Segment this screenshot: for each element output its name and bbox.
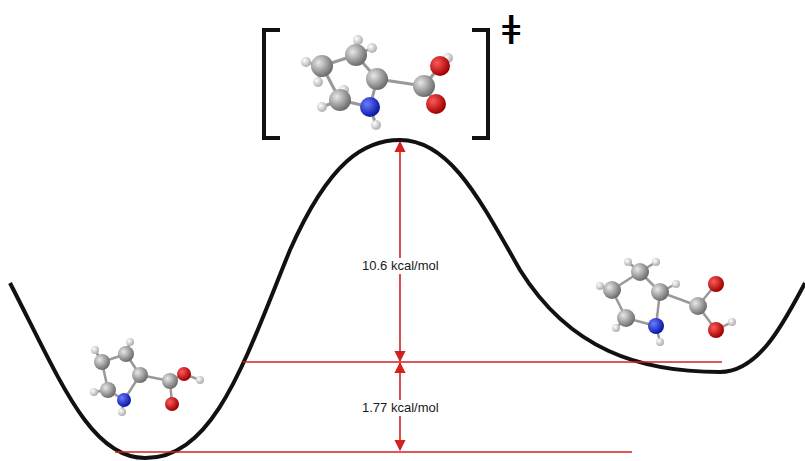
reference-line <box>115 451 632 453</box>
reactant-molecule <box>94 342 200 412</box>
energy-label: 10.6 kcal/mol <box>359 258 442 274</box>
reference-line <box>243 361 722 363</box>
bracket <box>472 30 488 138</box>
transition-state-molecule <box>306 40 448 125</box>
transition-state-symbol: ǂ <box>502 10 520 50</box>
bracket <box>264 30 280 138</box>
energy-arrow <box>399 142 401 361</box>
energy-label: 1.77 kcal/mol <box>359 400 442 416</box>
reactant-atoms <box>90 338 204 416</box>
energy-curve <box>10 140 805 458</box>
product-molecule <box>600 262 732 342</box>
transition-state-atoms <box>301 35 453 130</box>
product-atoms <box>596 258 736 346</box>
